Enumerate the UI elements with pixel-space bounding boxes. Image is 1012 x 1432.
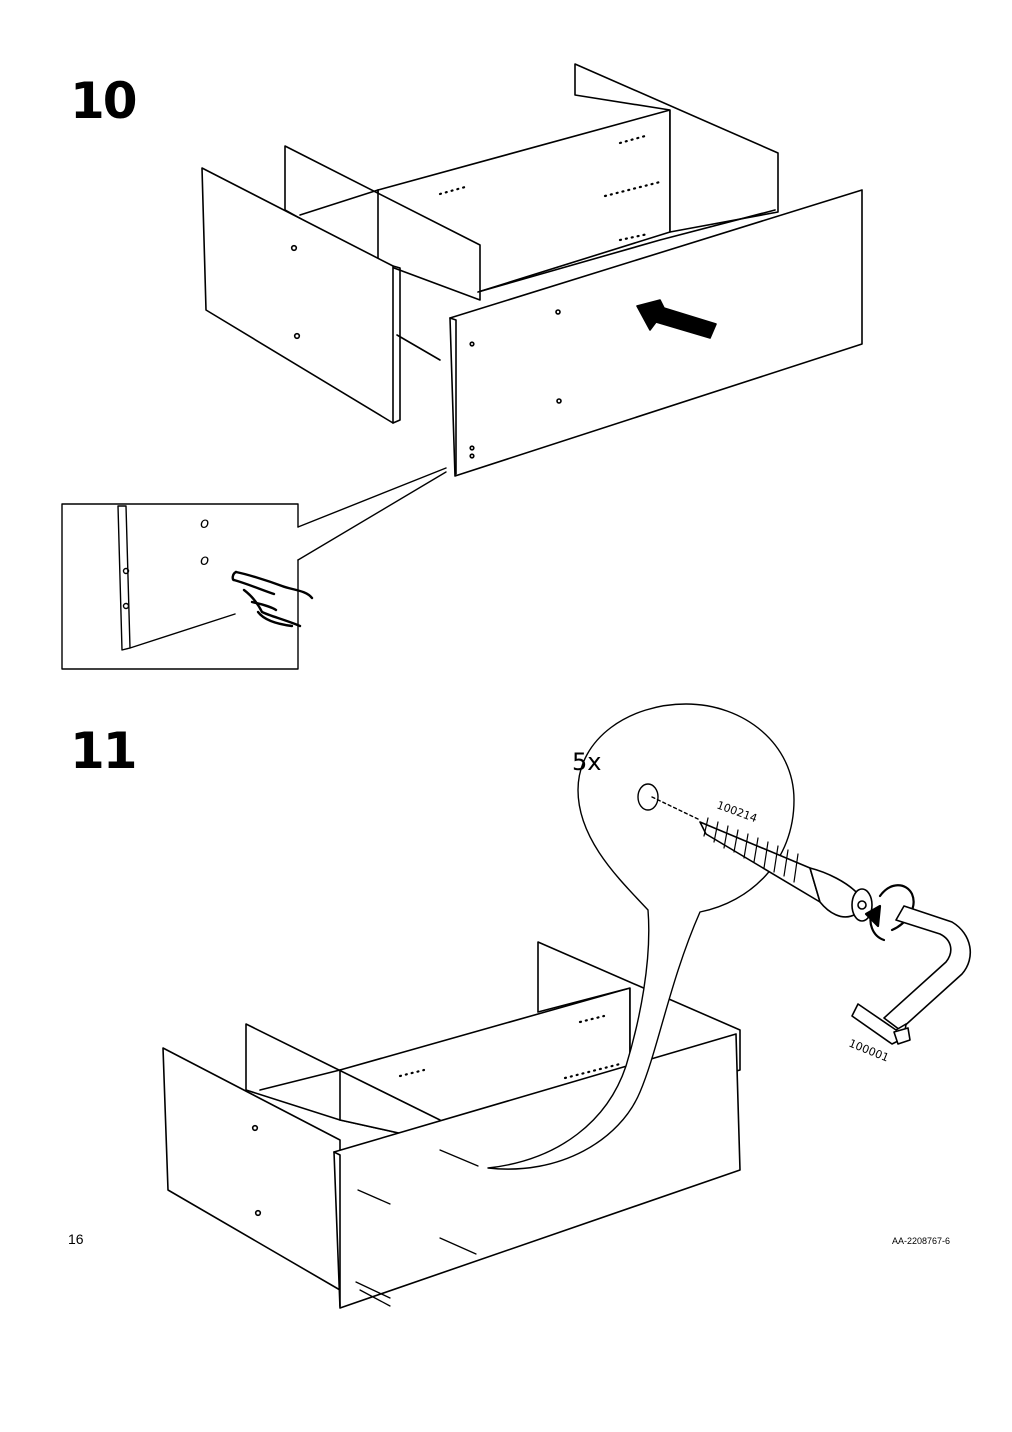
step10-drawing	[201, 63, 863, 477]
tool-part-number: 100001	[847, 1037, 891, 1065]
svg-text:o: o	[200, 514, 209, 532]
step-number-10: 10	[70, 72, 138, 130]
page-number: 16	[68, 1231, 84, 1247]
step-number-11: 11	[70, 722, 138, 780]
pointing-hand-icon	[231, 570, 314, 628]
svg-text:o: o	[200, 551, 209, 569]
step11-drawing	[162, 941, 741, 1309]
quantity-label: 5x	[572, 748, 601, 776]
step10-detail-inset: o o	[61, 467, 447, 670]
step11-detail-callout	[487, 703, 971, 1170]
hex-key-tool-icon	[851, 905, 971, 1045]
document-code: AA-2208767-6	[891, 1236, 950, 1246]
